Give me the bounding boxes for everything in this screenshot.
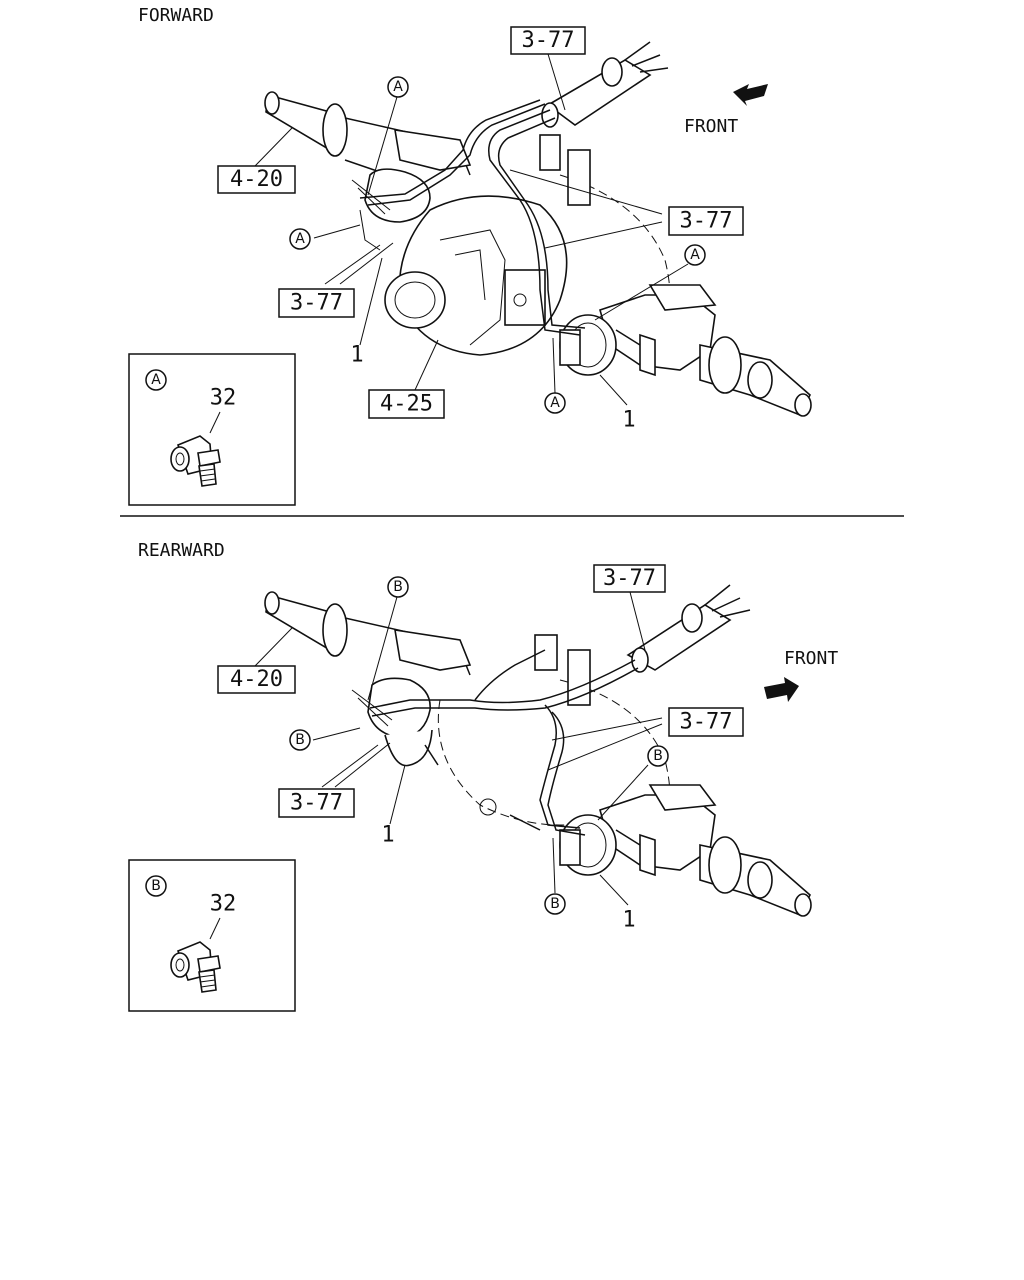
forward-callout-right: A	[684, 244, 706, 266]
forward-callout-bottom: A	[544, 392, 566, 414]
rearward-part-number-right: 1	[622, 908, 635, 933]
forward-axle-drawing	[264, 41, 812, 417]
forward-callout-top: A	[387, 76, 409, 98]
front-arrow-left-icon	[733, 84, 768, 106]
svg-text:A: A	[295, 231, 305, 247]
forward-section: FORWARD	[128, 5, 812, 506]
rearward-ref-4-20: 4-20	[217, 665, 296, 694]
svg-text:3-77: 3-77	[680, 710, 733, 735]
forward-part-number-left: 1	[350, 343, 363, 368]
elbow-fitting-icon	[170, 435, 221, 487]
elbow-fitting-icon	[170, 941, 221, 993]
rearward-detail-inset: B 32	[128, 859, 296, 1012]
rearward-callout-bottom: B	[544, 893, 566, 915]
rearward-ref-3-77-top: 3-77	[593, 564, 666, 593]
forward-part-number-right: 1	[622, 408, 635, 433]
rearward-callout-right: B	[647, 745, 669, 767]
forward-detail-part-number: 32	[210, 386, 237, 411]
svg-text:4-20: 4-20	[230, 167, 283, 192]
rearward-leaders	[254, 591, 663, 906]
forward-ref-3-77-right: 3-77	[668, 206, 744, 236]
forward-callout-left: A	[289, 228, 311, 250]
svg-text:B: B	[550, 896, 560, 912]
svg-text:3-77: 3-77	[290, 791, 343, 816]
forward-ref-4-25: 4-25	[368, 389, 445, 419]
rearward-ref-3-77-right: 3-77	[668, 707, 744, 737]
rearward-axle-drawing	[264, 584, 812, 917]
svg-text:3-77: 3-77	[290, 291, 343, 316]
rearward-callout-left: B	[289, 729, 311, 751]
rearward-part-number-left: 1	[381, 823, 394, 848]
rearward-callout-top: B	[387, 576, 409, 598]
svg-text:4-20: 4-20	[230, 667, 283, 692]
front-arrow-right-icon	[764, 677, 799, 702]
svg-text:3-77: 3-77	[522, 28, 575, 53]
forward-section-title: FORWARD	[138, 5, 214, 26]
forward-detail-letter: A	[151, 372, 161, 388]
rearward-front-label: FRONT	[784, 648, 838, 669]
rearward-section-title: REARWARD	[138, 540, 225, 561]
forward-ref-3-77-left: 3-77	[278, 288, 355, 318]
forward-front-indicator: FRONT	[684, 84, 768, 137]
svg-text:3-77: 3-77	[680, 209, 733, 234]
svg-text:A: A	[393, 79, 403, 95]
svg-text:B: B	[653, 748, 663, 764]
forward-ref-4-20: 4-20	[217, 165, 296, 194]
svg-text:B: B	[393, 579, 403, 595]
svg-text:3-77: 3-77	[603, 566, 656, 591]
rearward-detail-letter: B	[151, 878, 161, 894]
svg-text:B: B	[295, 732, 305, 748]
svg-text:4-25: 4-25	[380, 392, 433, 417]
svg-text:A: A	[550, 395, 560, 411]
svg-text:A: A	[690, 247, 700, 263]
forward-detail-inset: A 32	[128, 353, 296, 506]
forward-front-label: FRONT	[684, 116, 738, 137]
rearward-section: REARWARD	[128, 540, 838, 1012]
forward-leaders	[254, 53, 689, 406]
rearward-front-indicator: FRONT	[764, 648, 838, 702]
rearward-detail-part-number: 32	[210, 892, 237, 917]
rearward-ref-3-77-left: 3-77	[278, 788, 355, 818]
forward-ref-3-77-top: 3-77	[510, 26, 586, 55]
